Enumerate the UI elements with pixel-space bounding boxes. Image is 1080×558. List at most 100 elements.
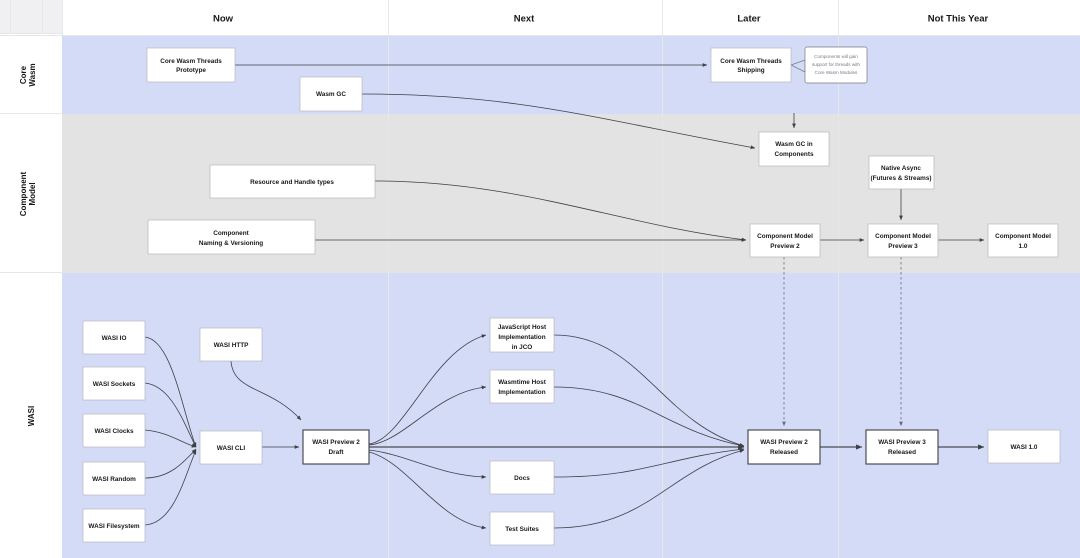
svg-text:Draft: Draft [329, 449, 345, 456]
node-label: Core Wasm Threads [720, 58, 782, 65]
edge-draft-to-js-host [368, 334, 487, 445]
node-wasi-random[interactable]: WASI Random [82, 461, 146, 496]
svg-text:Preview 2: Preview 2 [770, 243, 800, 250]
edge-draft-to-wasmtime-host [368, 385, 487, 446]
node-wasi-clocks[interactable]: WASI Clocks [82, 413, 146, 448]
svg-text:1.0: 1.0 [1019, 243, 1028, 250]
node-wasi-preview-2-released[interactable]: WASI Preview 2 Released [747, 429, 821, 465]
node-native-async[interactable]: Native Async (Futures & Streams) [868, 155, 935, 190]
node-wasi-io[interactable]: WASI IO [82, 320, 146, 355]
node-label: WASI CLI [217, 445, 246, 452]
svg-text:in JCO: in JCO [512, 344, 533, 351]
node-test-suites[interactable]: Test Suites [489, 511, 555, 546]
node-label: WASI IO [102, 335, 127, 342]
edge-draft-to-test-suites [368, 451, 487, 530]
node-label: WASI HTTP [214, 342, 250, 349]
node-label: Wasmtime Host [498, 379, 547, 386]
edge-resource-handle-to-preview2 [374, 180, 747, 242]
edge-wasi-http-to-preview2-draft [230, 360, 302, 421]
node-wasi-filesystem[interactable]: WASI Filesystem [82, 508, 146, 543]
row-label-component-model: Component [19, 171, 28, 216]
svg-text:support for threads with: support for threads with [812, 62, 860, 67]
edge-wasi-io-to-cli [144, 336, 197, 448]
node-label: WASI 1.0 [1011, 444, 1038, 451]
svg-text:Shipping: Shipping [737, 67, 764, 74]
node-resource-and-handle-types[interactable]: Resource and Handle types [209, 164, 376, 199]
node-label: WASI Filesystem [88, 523, 139, 530]
edge-wasi-clocks-to-cli [144, 429, 197, 448]
node-label: Component Model [757, 233, 813, 240]
node-label: Component [213, 230, 249, 237]
node-core-wasm-threads-prototype[interactable]: Core Wasm Threads Prototype [146, 47, 236, 83]
node-label: Core Wasm Threads [160, 58, 222, 65]
node-core-wasm-threads-shipping[interactable]: Core Wasm Threads Shipping [710, 47, 792, 83]
node-threads-note: Components will gain support for threads… [804, 46, 868, 84]
column-header-now: Now [213, 14, 234, 25]
edges-to-released [553, 334, 985, 529]
node-docs[interactable]: Docs [489, 460, 555, 495]
node-label: Wasm GC in [775, 141, 812, 148]
edges-wasi-fanin [144, 336, 302, 526]
svg-text:Implementation: Implementation [498, 389, 545, 396]
nodes: Core Wasm Threads Prototype Wasm GC Core… [82, 46, 1061, 546]
node-label: WASI Sockets [93, 381, 136, 388]
note-line: Components will gain [814, 54, 858, 59]
node-wasi-cli[interactable]: WASI CLI [199, 430, 263, 465]
node-label: WASI Clocks [94, 428, 134, 435]
edge-draft-to-docs [368, 449, 487, 479]
edge-js-host-to-released [553, 334, 745, 447]
svg-text:(Futures & Streams): (Futures & Streams) [870, 175, 931, 182]
node-label: WASI Preview 3 [878, 439, 926, 446]
node-component-model-preview-2[interactable]: Component Model Preview 2 [749, 223, 821, 258]
node-label: Component Model [995, 233, 1051, 240]
edges-dashed [782, 257, 903, 427]
band-wasi [62, 273, 1080, 558]
node-wasm-gc[interactable]: Wasm GC [299, 76, 363, 112]
column-header-later: Later [737, 14, 761, 25]
node-wasi-preview-2-draft[interactable]: WASI Preview 2 Draft [302, 429, 370, 465]
edge-docs-to-released [553, 447, 745, 478]
edge-wasi-sockets-to-cli [144, 382, 197, 448]
node-wasmtime-host-implementation[interactable]: Wasmtime Host Implementation [489, 369, 555, 404]
node-component-model-preview-3[interactable]: Component Model Preview 3 [867, 223, 939, 258]
node-label: Wasm GC [316, 91, 346, 98]
row-label-wasi: WASI [27, 406, 36, 426]
node-wasi-preview-3-released[interactable]: WASI Preview 3 Released [865, 429, 939, 465]
svg-text:Released: Released [888, 449, 916, 456]
corner-header-block [0, 0, 62, 34]
node-javascript-host-implementation[interactable]: JavaScript Host Implementation in JCO [489, 317, 555, 353]
row-labels: Core Wasm Component Model WASI [19, 63, 37, 426]
node-wasm-gc-in-components[interactable]: Wasm GC in Components [758, 131, 830, 167]
node-label: WASI Preview 2 [312, 439, 360, 446]
edge-wasi-filesystem-to-cli [144, 449, 197, 526]
node-label: WASI Preview 2 [760, 439, 808, 446]
node-label: Native Async [881, 165, 921, 172]
edges-component-model [315, 113, 985, 242]
edge-wasmtime-host-to-released [553, 386, 745, 448]
svg-text:Naming & Versioning: Naming & Versioning [199, 240, 263, 247]
row-bands [62, 36, 1080, 558]
node-label: Docs [514, 475, 530, 482]
column-headers: Now Next Later Not This Year [213, 14, 989, 25]
node-label: Test Suites [505, 526, 539, 533]
edge-test-suites-to-released [553, 449, 745, 529]
node-label: JavaScript Host [498, 324, 547, 331]
node-wasi-http[interactable]: WASI HTTP [199, 327, 263, 362]
column-header-next: Next [514, 14, 535, 25]
node-label: Resource and Handle types [250, 179, 334, 186]
row-label-core-wasm: Core [19, 65, 28, 84]
column-header-not-this-year: Not This Year [928, 14, 989, 25]
node-wasi-sockets[interactable]: WASI Sockets [82, 366, 146, 401]
svg-text:Core Wasm Modules: Core Wasm Modules [815, 70, 858, 75]
edges-wasi-fanout [368, 334, 745, 530]
node-wasi-1-0[interactable]: WASI 1.0 [987, 429, 1061, 464]
svg-text:Wasm: Wasm [28, 63, 37, 86]
svg-text:Components: Components [774, 151, 813, 158]
svg-text:Released: Released [770, 449, 798, 456]
svg-text:Implementation: Implementation [498, 334, 545, 341]
node-component-model-1-0[interactable]: Component Model 1.0 [987, 223, 1059, 258]
node-component-naming-versioning[interactable]: Component Naming & Versioning [147, 219, 316, 255]
